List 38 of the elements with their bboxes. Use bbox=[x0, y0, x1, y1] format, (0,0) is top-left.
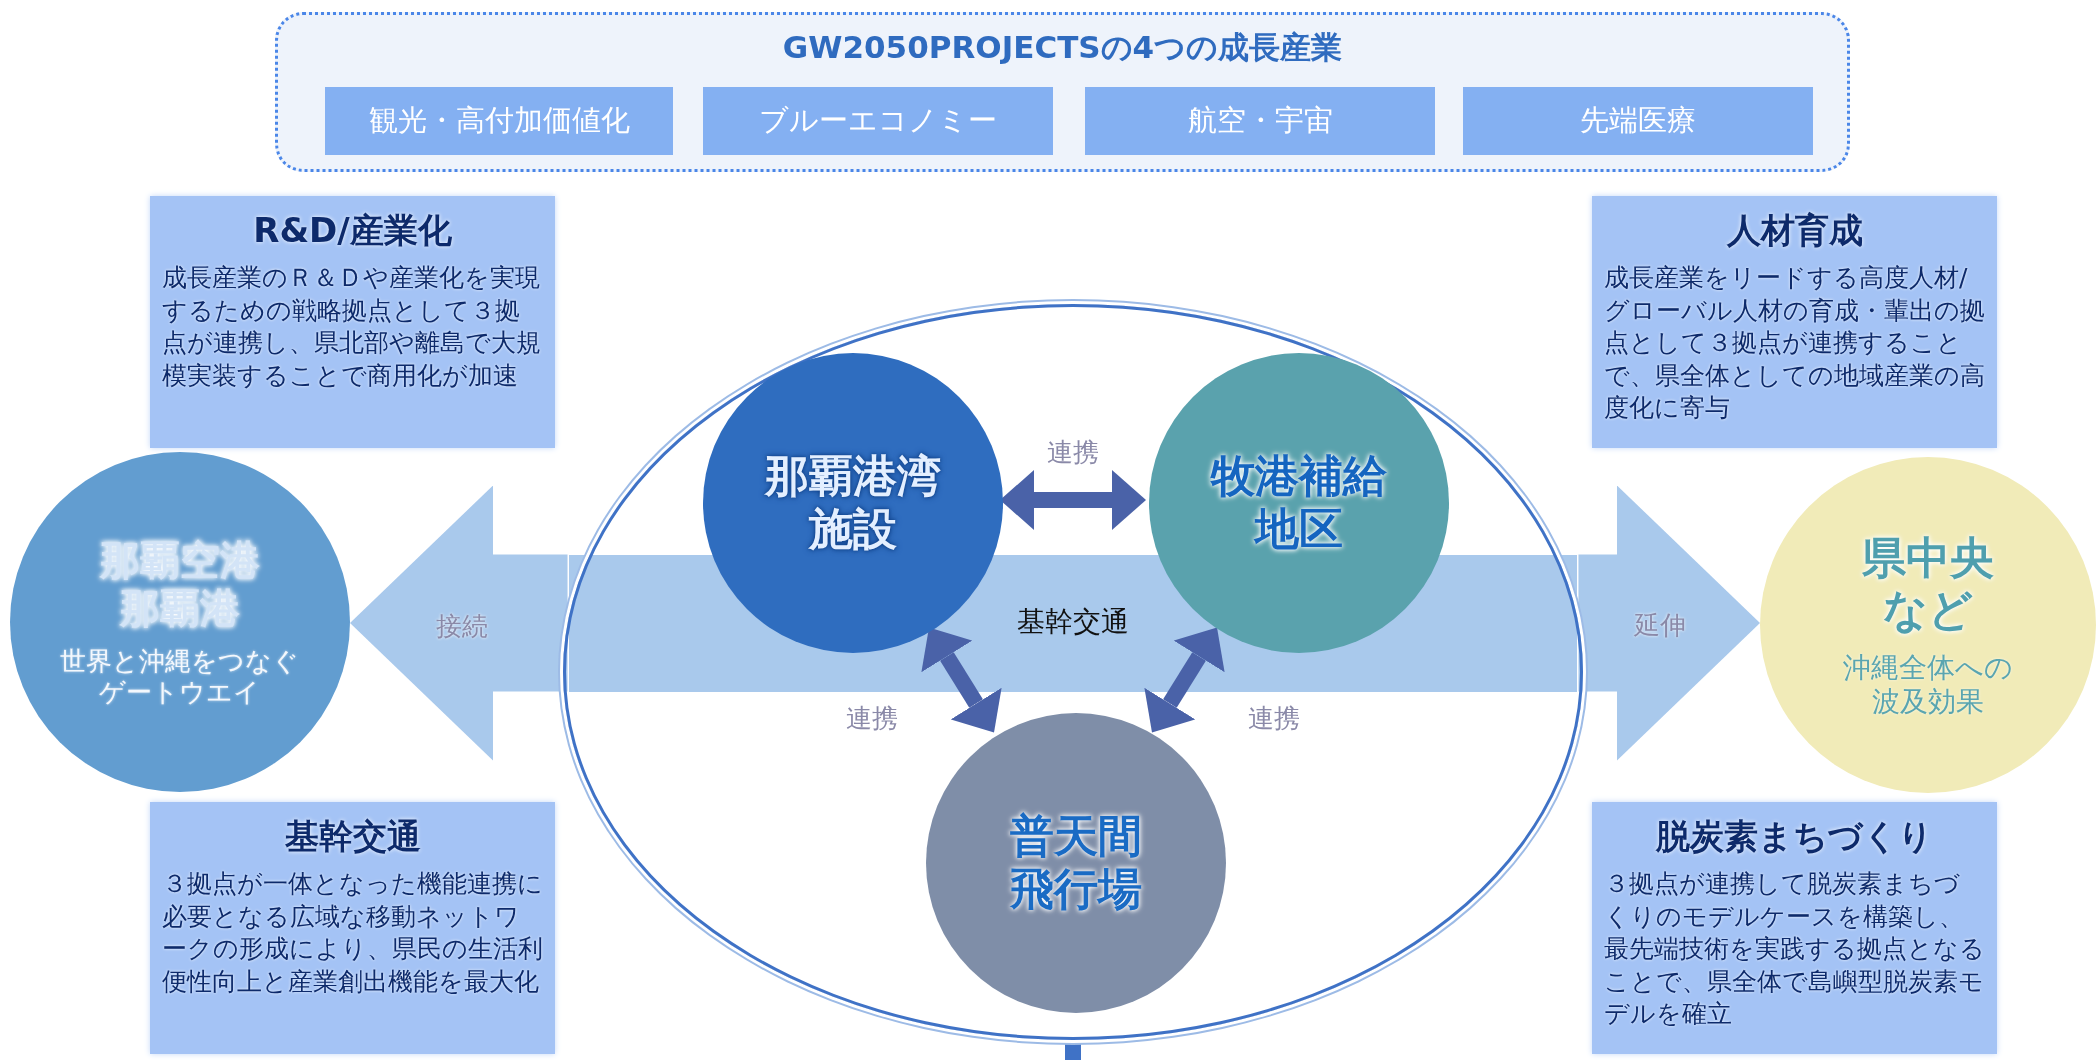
panel-heading: 脱炭素まちづくり bbox=[1654, 815, 1934, 858]
projects-panel bbox=[275, 12, 1850, 172]
edge-label: 連携 bbox=[1247, 701, 1301, 735]
place-name: 那覇港湾施設 bbox=[763, 450, 942, 556]
arrow bbox=[921, 627, 1002, 733]
band-arrow bbox=[1578, 485, 1760, 761]
industry-label: 航空・宇宙 bbox=[1187, 102, 1333, 139]
info-panel bbox=[150, 802, 555, 1054]
info-panel bbox=[1592, 802, 1997, 1054]
industry-box bbox=[703, 87, 1053, 155]
place-name: 那覇空港 bbox=[98, 535, 261, 584]
industry-box bbox=[1463, 87, 1813, 155]
panel-title: GW2050PROJECTSの4つの成長産業 bbox=[781, 28, 1344, 67]
panel-body: 成長産業のＲ＆Ｄや産業化を実現するための戦略拠点として３拠点が連携し、県北部や離島で大規模実装することで商用化が加速 bbox=[162, 262, 542, 392]
place-name: 牧港補給地区 bbox=[1209, 450, 1388, 556]
panel-body: ３拠点が連携して脱炭素まちづくりのモデルケースを構築し、最先端技術を実践する拠点となることで、県全体で島嶼型脱炭素モデルを確立 bbox=[1604, 868, 1985, 1030]
info-panel bbox=[150, 196, 555, 448]
industry-label: 観光・高付加価値化 bbox=[368, 102, 630, 139]
panel-heading: 基幹交通 bbox=[283, 815, 422, 858]
place-name: 県中央など bbox=[1861, 531, 1995, 638]
panel-body: ３拠点が一体となった機能連携に必要となる広域な移動ネットワークの形成により、県民の生活利便性向上と産業創出機能を最大化 bbox=[162, 868, 543, 998]
arrow bbox=[1144, 627, 1225, 733]
place-caption: 世界と沖縄をつなぐゲートウエイ bbox=[59, 645, 301, 709]
panel-heading: 人材育成 bbox=[1725, 209, 1864, 252]
place-name: 那覇港 bbox=[118, 583, 241, 632]
industry-label: 先端医療 bbox=[1580, 102, 1696, 139]
panel-body: 成長産業をリードする高度人材/グローバル人材の育成・輩出の拠点として３拠点が連携することで、県全体としての地域産業の高度化に寄与 bbox=[1604, 262, 1985, 424]
info-panel bbox=[1592, 196, 1997, 448]
band-label: 基幹交通 bbox=[1017, 604, 1129, 640]
place-name: 普天間飛行場 bbox=[1009, 810, 1143, 916]
band-arrow bbox=[350, 485, 568, 761]
industry-box bbox=[1085, 87, 1435, 155]
industry-label: ブルーエコノミー bbox=[759, 102, 997, 139]
place-caption: 沖縄全体への波及効果 bbox=[1842, 651, 2014, 719]
panel-heading: R&D/産業化 bbox=[252, 209, 453, 252]
edge-label: 連携 bbox=[845, 701, 899, 735]
edge-label: 連携 bbox=[1046, 435, 1100, 469]
industry-box bbox=[325, 87, 673, 155]
